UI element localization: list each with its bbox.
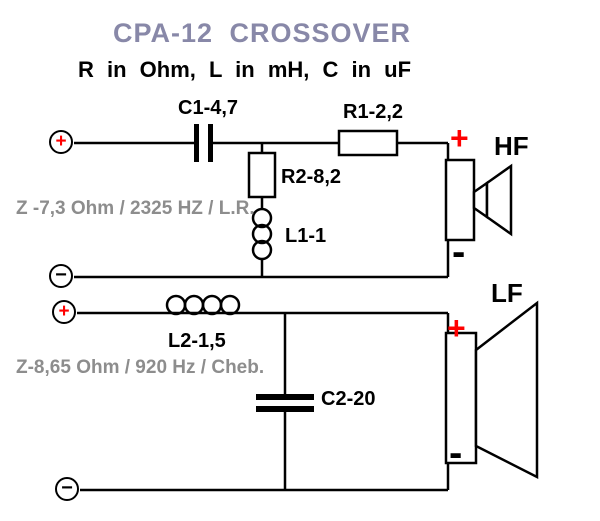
hf-minus-terminal: − [49, 264, 73, 288]
resistor-r2-label: R2-8,2 [281, 166, 342, 188]
hf-impedance-note: Z -7,3 Ohm / 2325 HZ / L.R. [16, 198, 255, 219]
minus-sign: − [55, 263, 67, 286]
capacitor-c2-label: C2-20 [321, 388, 376, 410]
capacitor-c1 [194, 124, 213, 162]
capacitor-c1-label: C1-4,7 [178, 97, 239, 119]
hf-speaker-icon [444, 158, 513, 242]
resistor-r1-label: R1-2,2 [343, 101, 404, 123]
resistor-r1 [337, 129, 399, 157]
lf-impedance-note: Z-8,65 Ohm / 920 Hz / Cheb. [16, 357, 265, 378]
resistor-r2 [247, 151, 277, 199]
lf-speaker-plus: + [447, 310, 466, 346]
inductor-l2-label: L2-1,5 [168, 330, 226, 352]
plus-sign: + [55, 131, 67, 152]
inductor-l1-label: L1-1 [285, 225, 327, 247]
plus-sign: + [58, 301, 70, 322]
lf-speaker-minus: - [449, 431, 463, 475]
hf-speaker-minus: - [452, 230, 466, 274]
hf-network [74, 124, 513, 279]
hf-plus-terminal: + [49, 130, 73, 154]
lf-minus-terminal: − [55, 477, 79, 501]
units-line: R in Ohm, L in mH, C in uF [78, 57, 412, 82]
lf-plus-terminal: + [52, 300, 76, 324]
minus-sign: − [61, 476, 73, 499]
inductor-l2 [165, 294, 241, 316]
hf-speaker-plus: + [450, 120, 469, 156]
lf-network [77, 294, 539, 492]
capacitor-c2 [256, 394, 314, 412]
lf-speaker-label: LF [491, 278, 523, 308]
page-title: CPA-12 CROSSOVER [113, 18, 412, 48]
lf-speaker-icon [444, 300, 539, 480]
hf-speaker-label: HF [494, 131, 529, 161]
inductor-l1 [251, 207, 273, 261]
